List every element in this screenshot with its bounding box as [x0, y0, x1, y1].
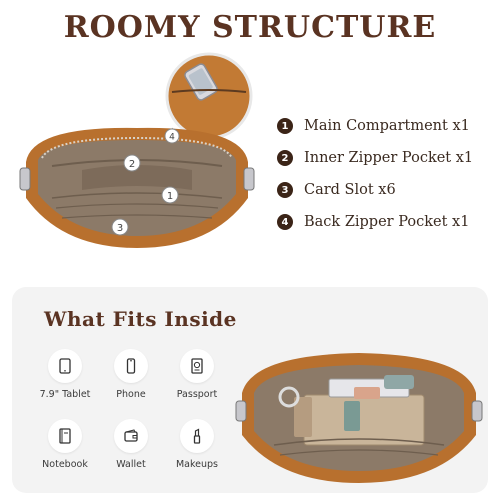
item-passport: Passport — [164, 349, 230, 400]
legend-item-inner-zipper: 2 Inner Zipper Pocket x1 — [277, 142, 492, 174]
panel-title: What Fits Inside — [44, 307, 237, 331]
legend-item-back-zipper: 4 Back Zipper Pocket x1 — [277, 206, 492, 238]
item-label: Passport — [176, 389, 218, 400]
phone-icon — [114, 349, 148, 383]
callout-3: 3 — [111, 218, 129, 236]
passport-icon — [180, 349, 214, 383]
svg-text:4: 4 — [169, 133, 175, 143]
legend-label: Main Compartment x1 — [304, 118, 470, 134]
page-title: ROOMY STRUCTURE — [63, 10, 437, 45]
legend-number: 2 — [277, 150, 293, 166]
item-wallet: Wallet — [98, 419, 164, 470]
lipstick-icon — [180, 419, 214, 453]
legend-item-card-slot: 3 Card Slot x6 — [277, 174, 492, 206]
compartment-legend: 1 Main Compartment x1 2 Inner Zipper Poc… — [277, 110, 492, 238]
notebook-icon — [48, 419, 82, 453]
legend-label: Back Zipper Pocket x1 — [304, 214, 470, 230]
legend-label: Inner Zipper Pocket x1 — [304, 150, 474, 166]
legend-label: Card Slot x6 — [304, 182, 396, 198]
bag-lining — [38, 140, 236, 236]
wallet-icon — [114, 419, 148, 453]
tablet-icon — [48, 349, 82, 383]
what-fits-panel: What Fits Inside 7.9" Tablet Phone Passp… — [12, 287, 488, 493]
item-label: Makeups — [175, 459, 219, 470]
item-label: Notebook — [42, 459, 88, 470]
item-makeups: Makeups — [164, 419, 230, 470]
item-notebook: Notebook — [32, 419, 98, 470]
svg-text:3: 3 — [117, 223, 123, 234]
svg-text:1: 1 — [167, 191, 173, 202]
callout-4: 4 — [164, 128, 180, 144]
back-pocket-inset — [165, 52, 253, 140]
svg-text:2: 2 — [129, 159, 135, 170]
packed-bag-illustration — [235, 353, 483, 483]
item-phone: Phone — [98, 349, 164, 400]
legend-number: 3 — [277, 182, 293, 198]
item-label: Wallet — [116, 459, 146, 470]
item-label: Phone — [116, 389, 146, 400]
item-tablet: 7.9" Tablet — [32, 349, 98, 400]
legend-number: 1 — [277, 118, 293, 134]
open-bag-illustration: 2 1 3 4 — [19, 52, 255, 248]
item-label: 7.9" Tablet — [39, 389, 91, 400]
legend-item-main: 1 Main Compartment x1 — [277, 110, 492, 142]
callout-1: 1 — [161, 186, 179, 204]
callout-2: 2 — [123, 154, 141, 172]
legend-number: 4 — [277, 214, 293, 230]
